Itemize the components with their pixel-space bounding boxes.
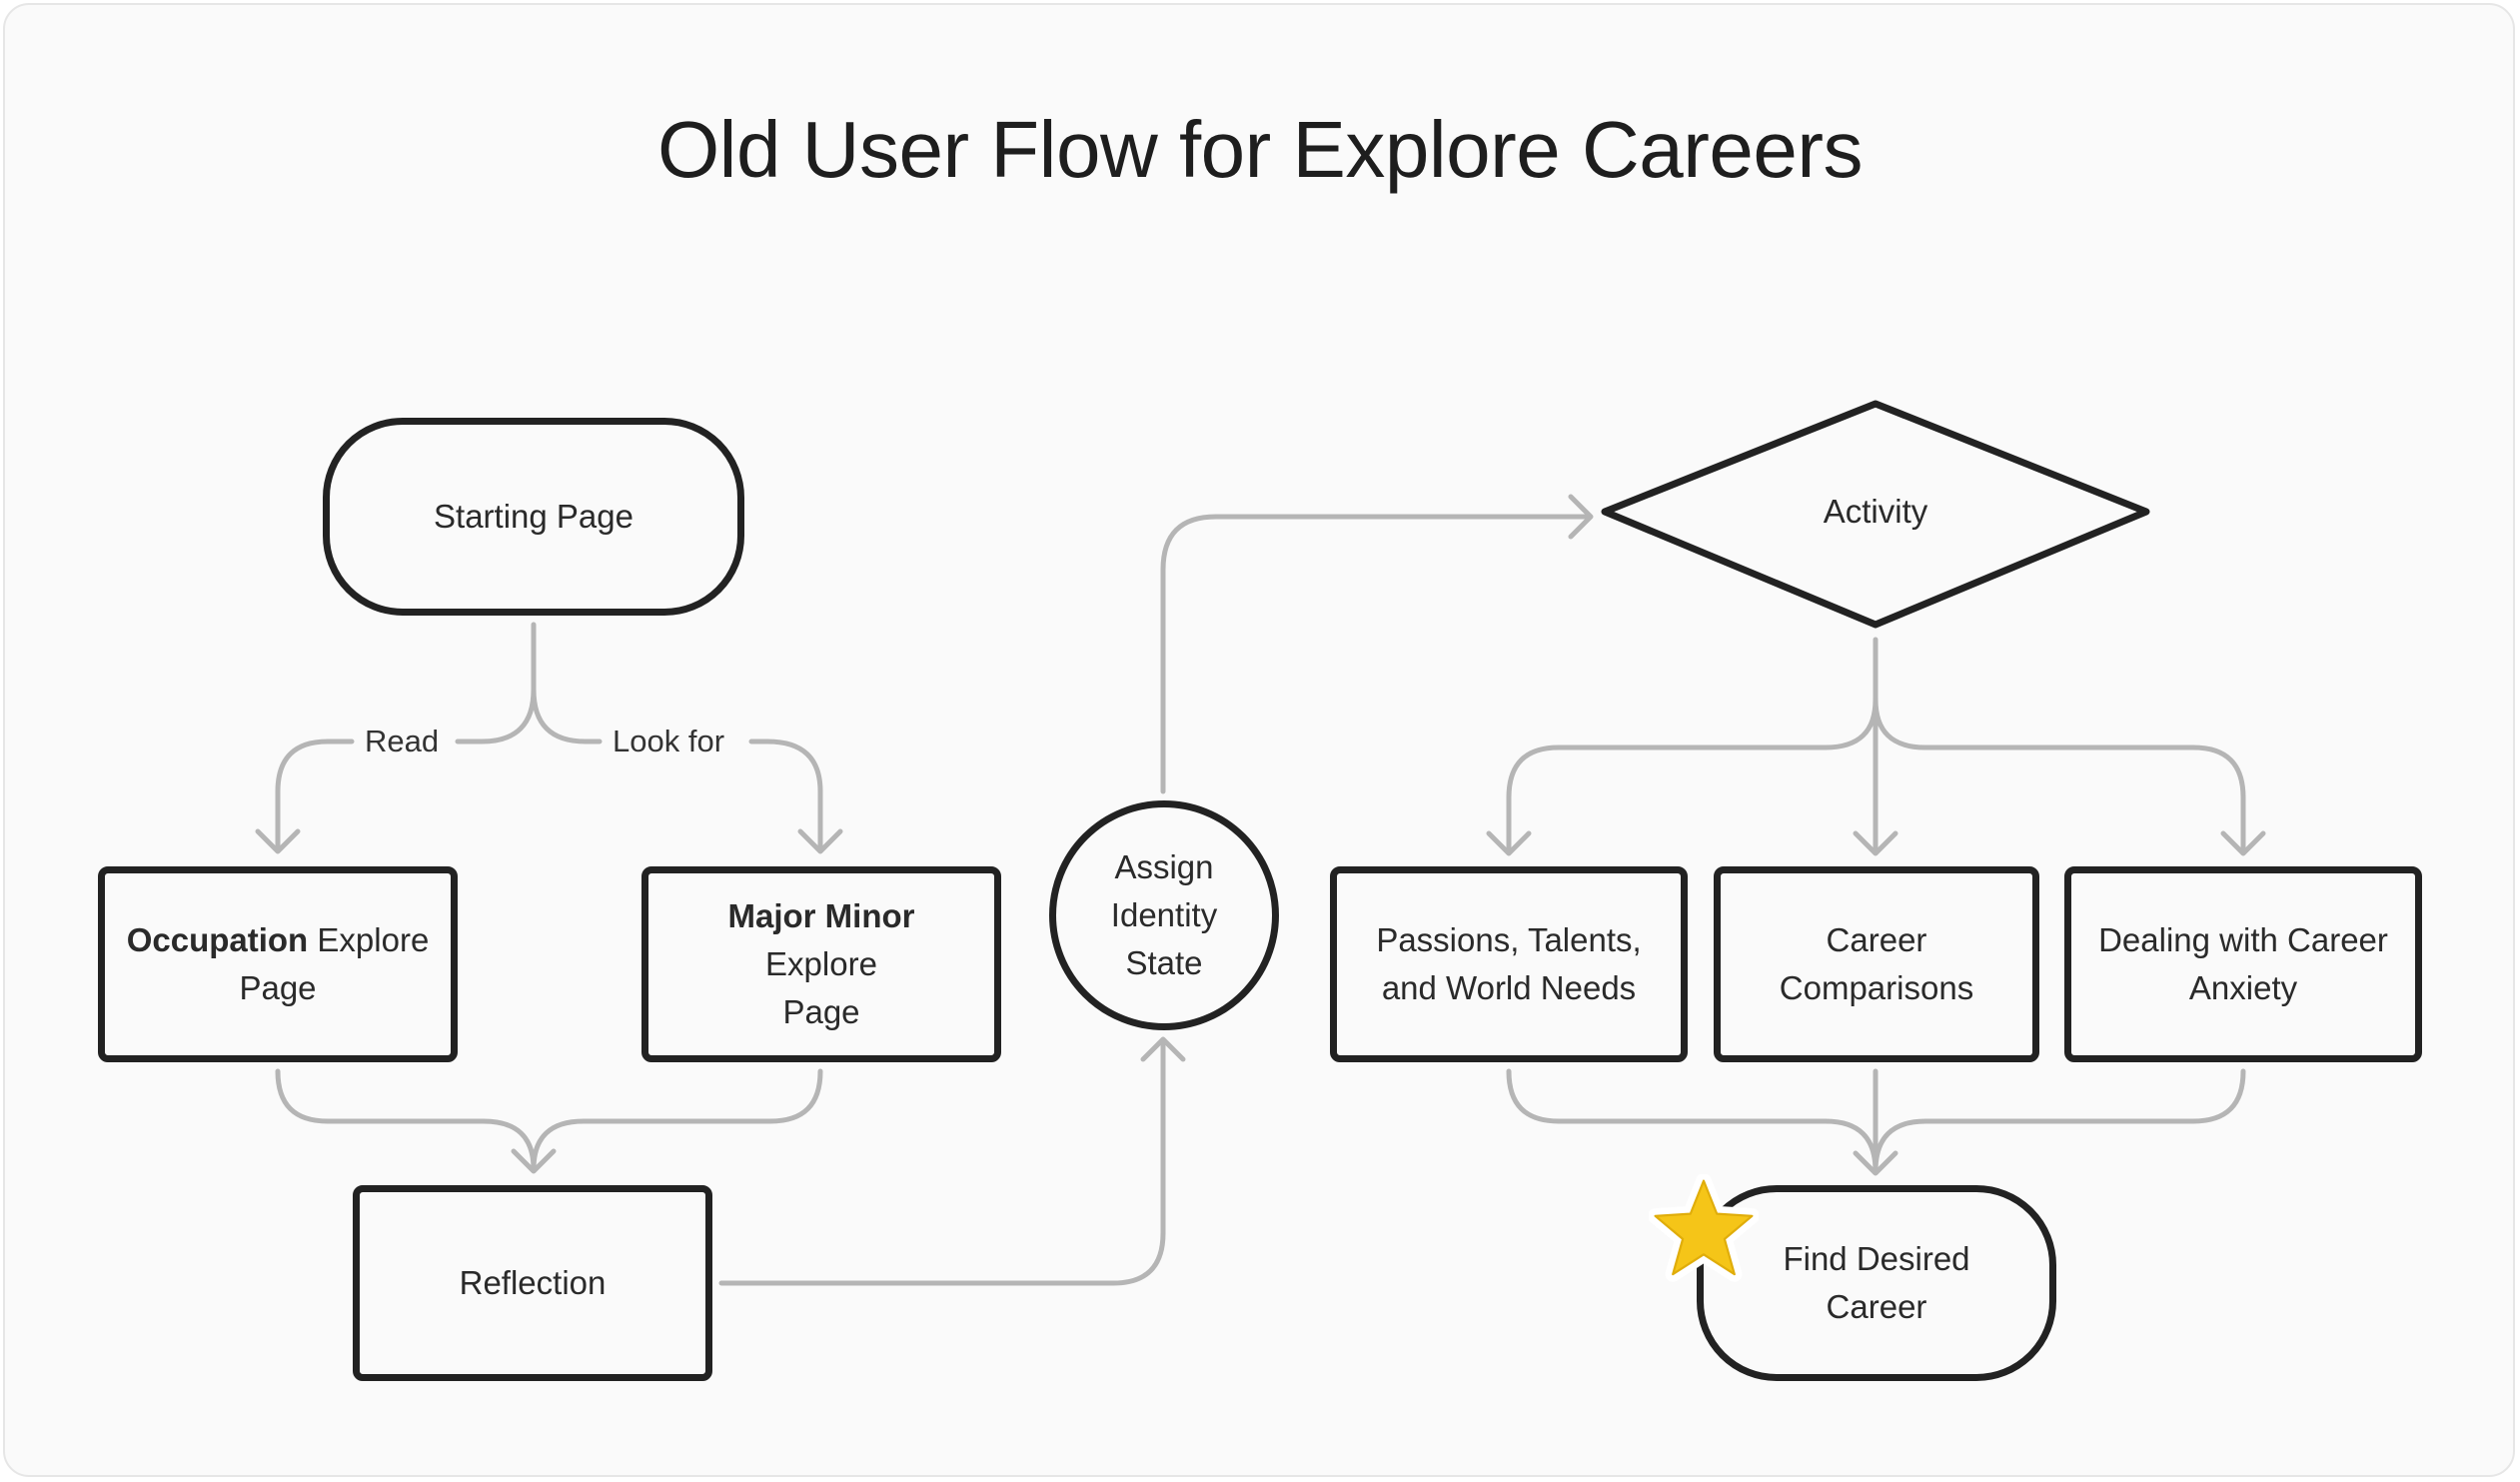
star-icon <box>1649 1174 1759 1282</box>
node-occupation-label-rest-1: Explore <box>308 921 430 958</box>
connector-look-for <box>531 687 823 852</box>
node-find-line2: Career <box>1826 1288 1927 1325</box>
activity-diamond-shape <box>1601 400 2150 629</box>
node-major-label-bold: Major Minor <box>727 897 915 934</box>
node-career-comparisons[interactable]: Career Comparisons <box>1714 866 2039 1062</box>
node-occupation-label: Occupation Explore Page <box>107 916 450 1012</box>
connector-reflection-assign <box>718 1038 1166 1286</box>
node-comparisons-line1: Career <box>1826 921 1927 958</box>
node-anxiety-line2: Anxiety <box>2188 969 2298 1006</box>
diagram-title: Old User Flow for Explore Careers <box>656 105 1864 194</box>
node-assign-identity-state[interactable]: Assign Identity State <box>1049 800 1279 1030</box>
node-occupation-label-bold: Occupation <box>126 921 309 958</box>
node-assign-line1: Assign <box>1114 848 1214 885</box>
node-passions-label: Passions, Talents, and World Needs <box>1356 916 1661 1012</box>
node-comparisons-label: Career Comparisons <box>1760 916 1993 1012</box>
node-comparisons-line2: Comparisons <box>1779 969 1974 1006</box>
connector-anxiety-find <box>1873 1068 2246 1174</box>
node-reflection[interactable]: Reflection <box>353 1185 712 1381</box>
node-starting-page-label: Starting Page <box>434 498 633 535</box>
node-passions-line1: Passions, Talents, <box>1376 921 1642 958</box>
arrowhead-anxiety <box>2220 830 2266 856</box>
node-find-line1: Find Desired <box>1783 1240 1970 1277</box>
node-activity[interactable]: Activity <box>1699 484 2052 540</box>
node-passions-talents-world-needs[interactable]: Passions, Talents, and World Needs <box>1330 866 1688 1062</box>
node-find-label: Find Desired Career <box>1763 1235 1989 1331</box>
arrowhead-find <box>1853 1150 1898 1176</box>
node-major-label-rest-1: Explore <box>765 945 877 982</box>
edge-label-read: Read <box>359 722 446 761</box>
node-reflection-label: Reflection <box>459 1264 607 1301</box>
node-starting-page[interactable]: Starting Page <box>323 418 744 616</box>
arrowhead-passions <box>1486 830 1532 856</box>
node-anxiety-label: Dealing with Career Anxiety <box>2078 916 2408 1012</box>
node-assign-line3: State <box>1125 944 1203 981</box>
node-passions-line2: and World Needs <box>1381 969 1637 1006</box>
node-anxiety-line1: Dealing with Career <box>2098 921 2388 958</box>
node-activity-label: Activity <box>1823 493 1928 530</box>
connector-activity-anxiety <box>1873 697 2246 854</box>
edge-label-look-for: Look for <box>607 722 731 761</box>
node-occupation-label-rest-2: Page <box>239 969 317 1006</box>
node-major-label-rest-2: Page <box>782 993 860 1030</box>
node-assign-label: Assign Identity State <box>1091 843 1237 987</box>
connector-read <box>275 687 537 852</box>
connector-occupation-reflection <box>275 1068 537 1172</box>
node-assign-line2: Identity <box>1110 896 1218 933</box>
connector-passions-find <box>1506 1068 1879 1174</box>
connector-assign-activity <box>1160 514 1592 794</box>
node-major-label: Major Minor Explore Page <box>648 892 994 1036</box>
arrowhead-read <box>255 828 301 854</box>
node-major-minor-explore-page[interactable]: Major Minor Explore Page <box>641 866 1001 1062</box>
connector-major-reflection <box>531 1068 823 1172</box>
node-dealing-with-career-anxiety[interactable]: Dealing with Career Anxiety <box>2064 866 2422 1062</box>
arrowhead-look-for <box>797 828 843 854</box>
node-occupation-explore-page[interactable]: Occupation Explore Page <box>98 866 458 1062</box>
arrowhead-comparisons <box>1853 830 1898 856</box>
arrowhead-activity <box>1568 494 1594 540</box>
connector-activity-passions <box>1506 697 1879 854</box>
arrowhead-reflection <box>511 1148 557 1174</box>
arrowhead-assign <box>1140 1036 1186 1062</box>
